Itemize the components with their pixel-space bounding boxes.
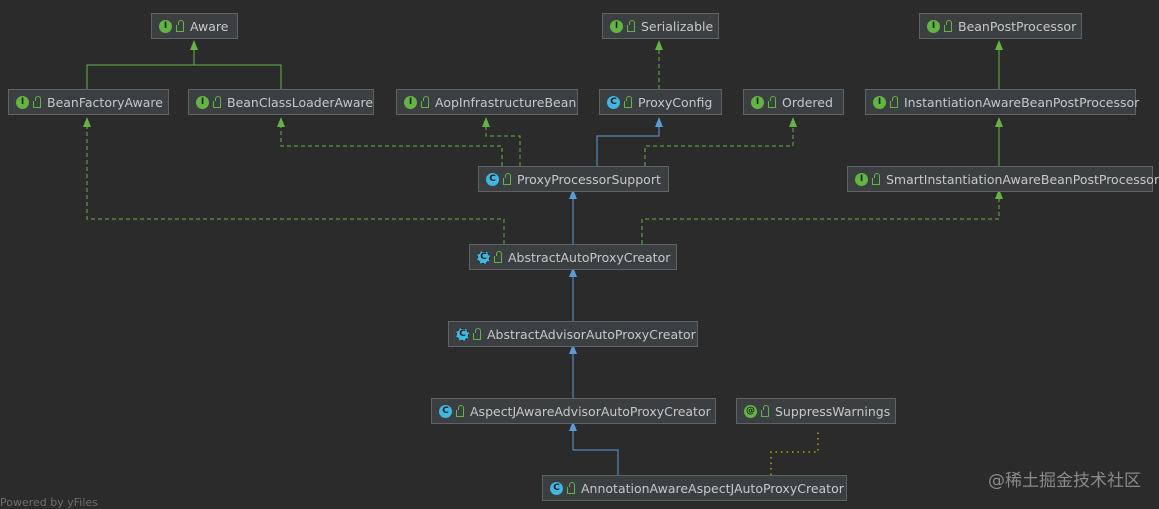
node-label: AbstractAdvisorAutoProxyCreator (487, 326, 696, 342)
interface-icon: I (927, 19, 940, 33)
lock-icon (627, 19, 635, 32)
edge-beanclassloaderaware-aware (194, 64, 282, 89)
node-aspectj-aware-advisor-auto-proxy-creator[interactable]: C AspectJAwareAdvisorAutoProxyCreator (431, 398, 716, 424)
node-instantiation-aware-bpp[interactable]: I InstantiationAwareBeanPostProcessor (865, 89, 1140, 115)
lock-icon (494, 250, 502, 263)
node-label: Ordered (782, 94, 833, 110)
lock-icon (456, 404, 464, 417)
lock-icon (768, 95, 776, 108)
lock-icon (421, 95, 429, 108)
node-label: SmartInstantiationAwareBeanPostProcessor (886, 171, 1159, 187)
node-proxy-processor-support[interactable]: C ProxyProcessorSupport (478, 166, 669, 192)
lock-icon (890, 95, 898, 108)
class-icon: C (486, 172, 499, 186)
powered-by-footer: Powered by yFiles (0, 496, 98, 509)
lock-icon (944, 19, 952, 32)
lock-icon (33, 95, 41, 108)
node-proxy-config[interactable]: C ProxyConfig (599, 89, 722, 115)
node-label: SuppressWarnings (775, 403, 891, 419)
node-abstract-auto-proxy-creator[interactable]: C AbstractAutoProxyCreator (469, 244, 677, 270)
edge-aaajapc-ajaaapc (569, 421, 619, 475)
node-label: Serializable (641, 18, 714, 34)
node-label: InstantiationAwareBeanPostProcessor (904, 94, 1140, 110)
node-label: Aware (190, 18, 229, 34)
edge-aapc-siabpp (641, 189, 1003, 244)
lock-icon (872, 172, 880, 185)
annotation-icon: @ (744, 404, 757, 418)
node-label: BeanClassLoaderAware (227, 94, 374, 110)
edge-pps-ordered (644, 117, 797, 166)
lock-icon (213, 95, 221, 108)
interface-icon: I (196, 95, 209, 109)
node-bean-factory-aware[interactable]: I BeanFactoryAware (8, 89, 169, 115)
interface-icon: I (610, 19, 623, 33)
lock-icon (473, 327, 481, 340)
interface-icon: I (751, 95, 764, 109)
lock-icon (567, 481, 575, 494)
node-annotation-aware-aspectj-auto-proxy-creator[interactable]: C AnnotationAwareAspectJAutoProxyCreator (542, 475, 847, 501)
node-label: BeanPostProcessor (958, 18, 1077, 34)
interface-icon: I (873, 95, 886, 109)
interface-icon: I (159, 19, 172, 33)
node-serializable[interactable]: I Serializable (602, 13, 719, 39)
abstract-class-icon: C (477, 250, 490, 264)
node-label: AspectJAwareAdvisorAutoProxyCreator (470, 403, 711, 419)
node-abstract-advisor-auto-proxy-creator[interactable]: C AbstractAdvisorAutoProxyCreator (448, 321, 698, 347)
node-label: ProxyProcessorSupport (517, 171, 661, 187)
edge-annotation-suppresswarnings (770, 430, 819, 475)
node-label: BeanFactoryAware (47, 94, 163, 110)
class-icon: C (550, 481, 563, 495)
interface-icon: I (855, 172, 868, 186)
edge-aapc-bfa (83, 117, 505, 244)
interface-icon: I (16, 95, 29, 109)
node-suppress-warnings[interactable]: @ SuppressWarnings (736, 398, 896, 424)
class-icon: C (607, 95, 620, 109)
lock-icon (761, 404, 769, 417)
node-ordered[interactable]: I Ordered (743, 89, 844, 115)
node-aware[interactable]: I Aware (151, 13, 238, 39)
abstract-class-icon: C (456, 327, 469, 341)
edge-beanfactoryaware-aware (86, 40, 198, 89)
edge-pps-bcla (277, 117, 503, 166)
node-label: ProxyConfig (638, 94, 713, 110)
node-bean-class-loader-aware[interactable]: I BeanClassLoaderAware (188, 89, 374, 115)
edge-pps-proxyconfig (596, 117, 663, 166)
node-label: AopInfrastructureBean (435, 94, 577, 110)
edge-pps-aib (482, 117, 521, 166)
node-aop-infrastructure-bean[interactable]: I AopInfrastructureBean (396, 89, 578, 115)
class-icon: C (439, 404, 452, 418)
node-label: AnnotationAwareAspectJAutoProxyCreator (581, 480, 844, 496)
lock-icon (176, 19, 184, 32)
watermark: @稀土掘金技术社区 (988, 471, 1141, 491)
node-bean-post-processor[interactable]: I BeanPostProcessor (919, 13, 1082, 39)
lock-icon (503, 172, 511, 185)
node-label: AbstractAutoProxyCreator (508, 249, 671, 265)
interface-icon: I (404, 95, 417, 109)
lock-icon (624, 95, 632, 108)
node-smart-instantiation-aware-bpp[interactable]: I SmartInstantiationAwareBeanPostProcess… (847, 166, 1159, 192)
